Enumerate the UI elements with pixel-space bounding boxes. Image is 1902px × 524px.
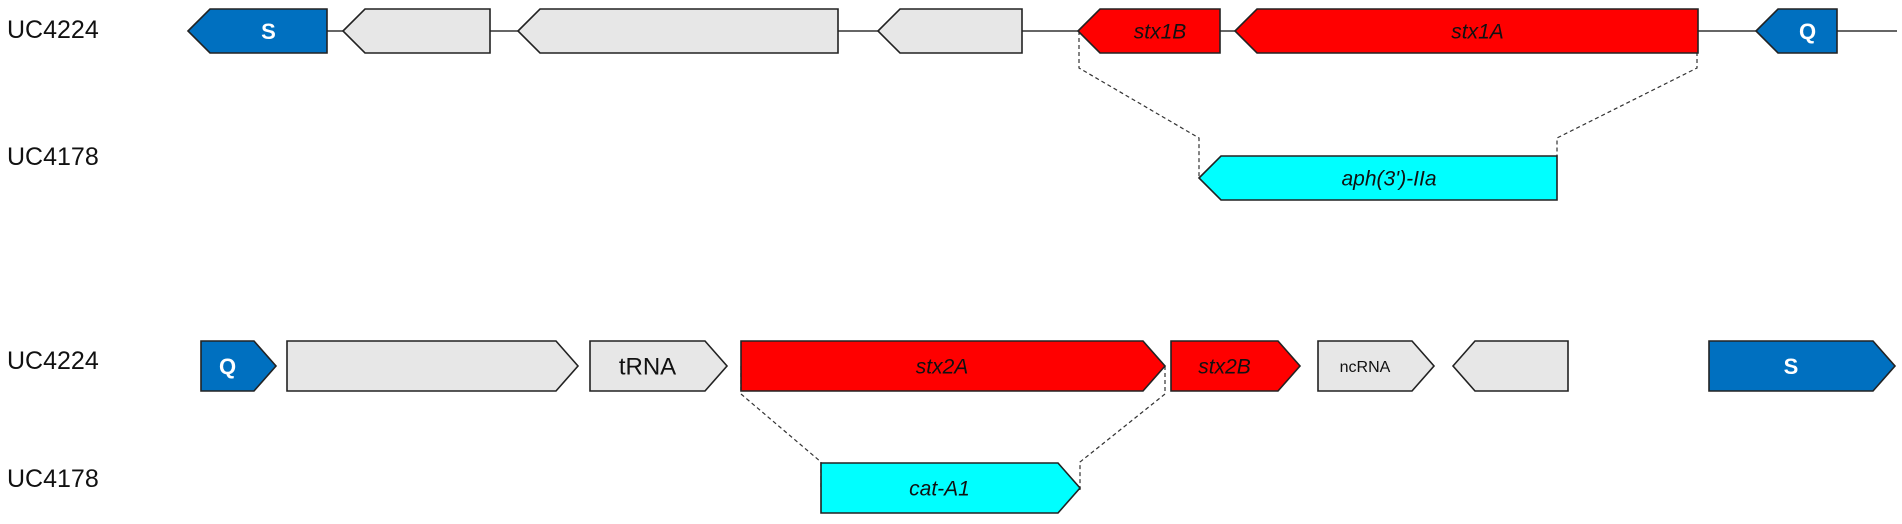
gene-arrow-hypothetical-5 <box>1451 340 1569 392</box>
gene-label-stx2a: stx2A <box>916 356 969 379</box>
gene-label-ncrna: ncRNA <box>1340 359 1391 376</box>
uc4224-stx1-track: S stx1B stx1A Q <box>186 8 1838 54</box>
gene-label-cat-a1: cat-A1 <box>909 478 970 501</box>
connector-left-top <box>1078 31 1200 178</box>
gene-arrow-cat-a1 <box>820 462 1082 514</box>
uc4178-stx2-track: cat-A1 <box>820 462 1082 514</box>
gene-arrow-s-integrase-bottom <box>1708 340 1897 392</box>
gene-arrow-stx2a <box>740 340 1167 392</box>
gene-label-s: S <box>261 19 276 44</box>
gene-arrow-stx2b <box>1170 340 1302 392</box>
top-replacement-connectors <box>1078 31 1698 178</box>
gene-arrow-ncrna <box>1317 340 1436 392</box>
connector-right-bottom <box>1079 366 1166 490</box>
track-label-uc4178-bottom: UC4178 <box>7 465 99 493</box>
gene-arrow-s-integrase <box>186 8 328 54</box>
gene-label-aph3-iia: aph(3')-IIa <box>1341 168 1436 191</box>
gene-label-stx1a: stx1A <box>1451 21 1504 44</box>
track-label-uc4224-top: UC4224 <box>7 16 99 44</box>
track-label-uc4178-top: UC4178 <box>7 143 99 171</box>
gene-label-q-bottom: Q <box>219 354 236 379</box>
gene-arrow-trna <box>589 340 729 392</box>
gene-arrow-stx1a <box>1233 8 1699 54</box>
gene-arrow-q-integrase-bottom <box>200 340 278 392</box>
track-label-uc4224-bottom: UC4224 <box>7 347 99 375</box>
gene-label-trna: tRNA <box>619 354 676 381</box>
gene-arrow-aph3-iia <box>1197 155 1558 201</box>
gene-label-q: Q <box>1799 19 1816 44</box>
gene-arrow-hypothetical-4 <box>286 340 580 392</box>
uc4224-stx2-track: Q tRNA stx2A stx2B ncRNA S <box>200 340 1897 392</box>
gene-arrow-hypothetical-1 <box>341 8 491 54</box>
gene-label-stx2b: stx2B <box>1198 356 1251 379</box>
gene-label-s-bottom: S <box>1784 354 1799 379</box>
connector-right-top <box>1556 52 1698 156</box>
uc4178-stx1-track: aph(3')-IIa <box>1197 155 1558 201</box>
gene-arrow-q-integrase <box>1754 8 1838 54</box>
gene-label-stx1b: stx1B <box>1134 21 1187 44</box>
gene-arrow-stx1b <box>1076 8 1221 54</box>
gene-arrow-hypothetical-2 <box>516 8 839 54</box>
gene-arrow-hypothetical-3 <box>876 8 1023 54</box>
